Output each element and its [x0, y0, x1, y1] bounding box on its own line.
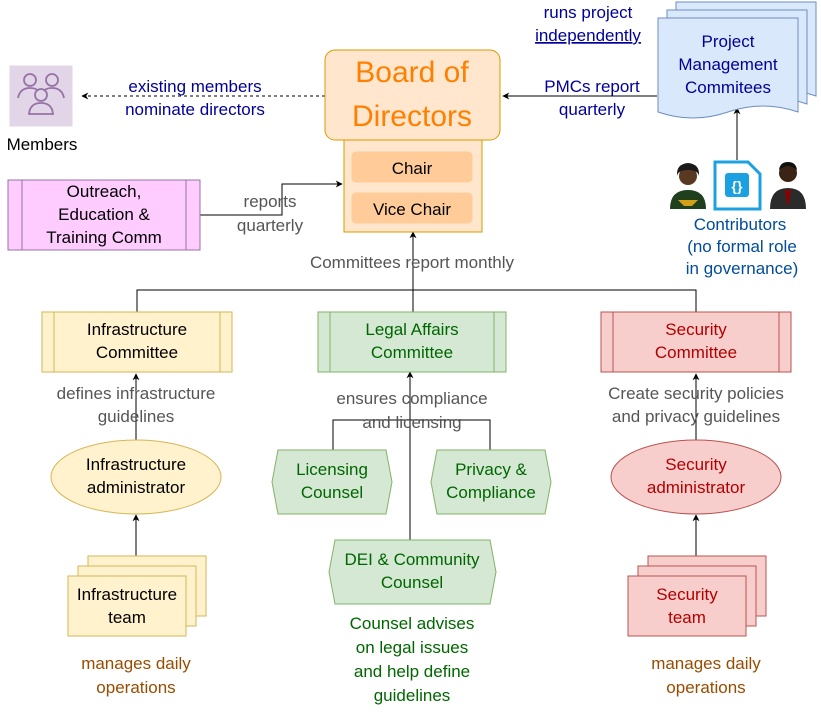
committees-report-label: Committees report monthly [310, 253, 515, 272]
legal-advise-line2: on legal issues [356, 638, 468, 657]
pmc-line2: Management [678, 55, 778, 74]
licensing-bracket [332, 419, 491, 450]
privacy-line2: Compliance [446, 483, 536, 502]
pmc-report-line1: PMCs report [544, 77, 640, 96]
vice-chair-label: Vice Chair [373, 200, 451, 219]
committees-bus [136, 289, 697, 312]
outreach-report-arrow [200, 180, 343, 216]
infrastructure-committee[interactable]: Infrastructure Committee [41, 311, 233, 373]
infrastructure-administrator[interactable]: Infrastructure administrator [50, 439, 222, 515]
runs-label-line2: independently [535, 26, 641, 45]
infra-admin-line2: administrator [87, 478, 186, 497]
infra-desc-line2: guidelines [98, 407, 175, 426]
security-ops-line1: manages daily [651, 654, 761, 673]
licensing-line2: Counsel [301, 483, 363, 502]
connectors [81, 92, 741, 575]
outreach-committee[interactable]: Outreach, Education & Training Comm [7, 179, 201, 251]
contributors-line3: in governance) [686, 259, 798, 278]
outreach-line3: Training Comm [46, 228, 162, 247]
infra-desc-line1: defines infrastructure [57, 384, 216, 403]
contributors-line2: (no formal role [687, 237, 797, 256]
dei-line2: Counsel [381, 573, 443, 592]
code-file-icon: {} [713, 160, 762, 211]
infra-admin-line1: Infrastructure [86, 455, 186, 474]
group-icon [17, 73, 65, 115]
man-icon [770, 162, 806, 209]
security-admin-line1: Security [665, 455, 727, 474]
legal-advise-line4: guidelines [374, 686, 451, 705]
infra-team-line1: Infrastructure [77, 585, 177, 604]
security-committee-line1: Security [665, 320, 727, 339]
infrastructure-team[interactable]: Infrastructure team [67, 555, 207, 637]
board-of-directors[interactable]: Board of Directors Chair Vice Chair [324, 49, 501, 233]
woman-icon [670, 163, 706, 209]
security-team[interactable]: Security team [627, 555, 767, 637]
members-node: Members [7, 65, 78, 154]
runs-label-line1: runs project [544, 3, 633, 22]
security-desc-line2: and privacy guidelines [612, 407, 780, 426]
pmc-line1: Project [702, 32, 755, 51]
members-label: Members [7, 135, 78, 154]
security-ops-line2: operations [666, 678, 745, 697]
pmc-report-line2: quarterly [559, 100, 626, 119]
security-administrator[interactable]: Security administrator [610, 439, 782, 515]
dei-community-counsel[interactable]: DEI & Community Counsel [328, 539, 497, 605]
pmc-documents[interactable]: Project Management Commitees [657, 1, 817, 119]
infra-committee-line1: Infrastructure [87, 320, 187, 339]
infra-committee-line2: Committee [96, 343, 178, 362]
legal-committee-line2: Committee [371, 343, 453, 362]
nominate-label-line1: existing members [128, 77, 261, 96]
outreach-line1: Outreach, [67, 182, 142, 201]
infra-ops-line2: operations [96, 678, 175, 697]
outreach-report-line2: quarterly [237, 216, 304, 235]
privacy-compliance-counsel[interactable]: Privacy & Compliance [430, 449, 552, 515]
licensing-line1: Licensing [296, 460, 368, 479]
infra-ops-line1: manages daily [81, 654, 191, 673]
legal-advise-line1: Counsel advises [350, 614, 475, 633]
dei-line1: DEI & Community [344, 550, 480, 569]
security-desc-line1: Create security policies [608, 384, 784, 403]
chair-label: Chair [392, 159, 433, 178]
privacy-line1: Privacy & [455, 460, 527, 479]
legal-desc-line1: ensures compliance [336, 389, 487, 408]
security-committee-line2: Committee [655, 343, 737, 362]
security-team-line2: team [668, 608, 706, 627]
board-title-line2: Directors [352, 100, 472, 133]
security-admin-line2: administrator [647, 478, 746, 497]
legal-advise-line3: and help define [354, 662, 470, 681]
licensing-counsel[interactable]: Licensing Counsel [271, 449, 393, 515]
svg-text:{}: {} [732, 178, 743, 194]
legal-desc-line2: and licensing [362, 413, 461, 432]
legal-committee-line1: Legal Affairs [365, 320, 458, 339]
pmc-line3: Commitees [685, 78, 771, 97]
board-title-line1: Board of [355, 56, 469, 89]
outreach-line2: Education & [58, 205, 150, 224]
security-committee[interactable]: Security Committee [600, 311, 792, 373]
security-team-line1: Security [656, 585, 718, 604]
legal-affairs-committee[interactable]: Legal Affairs Committee [317, 311, 507, 373]
contributors-line1: Contributors [694, 215, 787, 234]
nominate-label-line2: nominate directors [125, 100, 265, 119]
infra-team-line2: team [108, 608, 146, 627]
outreach-report-line1: reports [244, 192, 297, 211]
